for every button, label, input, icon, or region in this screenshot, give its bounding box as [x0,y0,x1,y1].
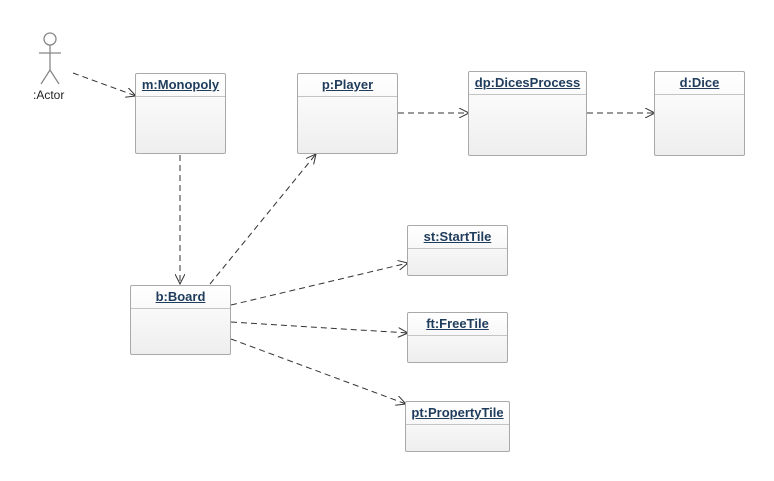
object-player-title: p:Player [298,74,397,97]
link-board-player [209,154,316,285]
object-dice-title: d:Dice [655,72,744,95]
object-dicesprocess-title: dp:DicesProcess [469,72,586,95]
object-propertytile[interactable]: pt:PropertyTile [405,401,510,452]
object-freetile-title: ft:FreeTile [408,313,507,336]
object-player[interactable]: p:Player [297,73,398,154]
object-starttile[interactable]: st:StartTile [407,225,508,276]
link-board-starttile [230,263,408,306]
actor-figure [39,32,61,85]
actor-label: :Actor [33,88,65,102]
object-board-title: b:Board [131,286,230,309]
object-monopoly-title: m:Monopoly [136,74,225,97]
object-dicesprocess[interactable]: dp:DicesProcess [468,71,587,156]
object-monopoly[interactable]: m:Monopoly [135,73,226,154]
link-board-freetile [230,321,408,333]
object-dice[interactable]: d:Dice [654,71,745,156]
link-board-propertytile [230,338,406,404]
object-freetile[interactable]: ft:FreeTile [407,312,508,363]
object-board[interactable]: b:Board [130,285,231,355]
object-propertytile-title: pt:PropertyTile [406,402,509,425]
link-actor-monopoly [72,72,136,96]
object-starttile-title: st:StartTile [408,226,507,249]
